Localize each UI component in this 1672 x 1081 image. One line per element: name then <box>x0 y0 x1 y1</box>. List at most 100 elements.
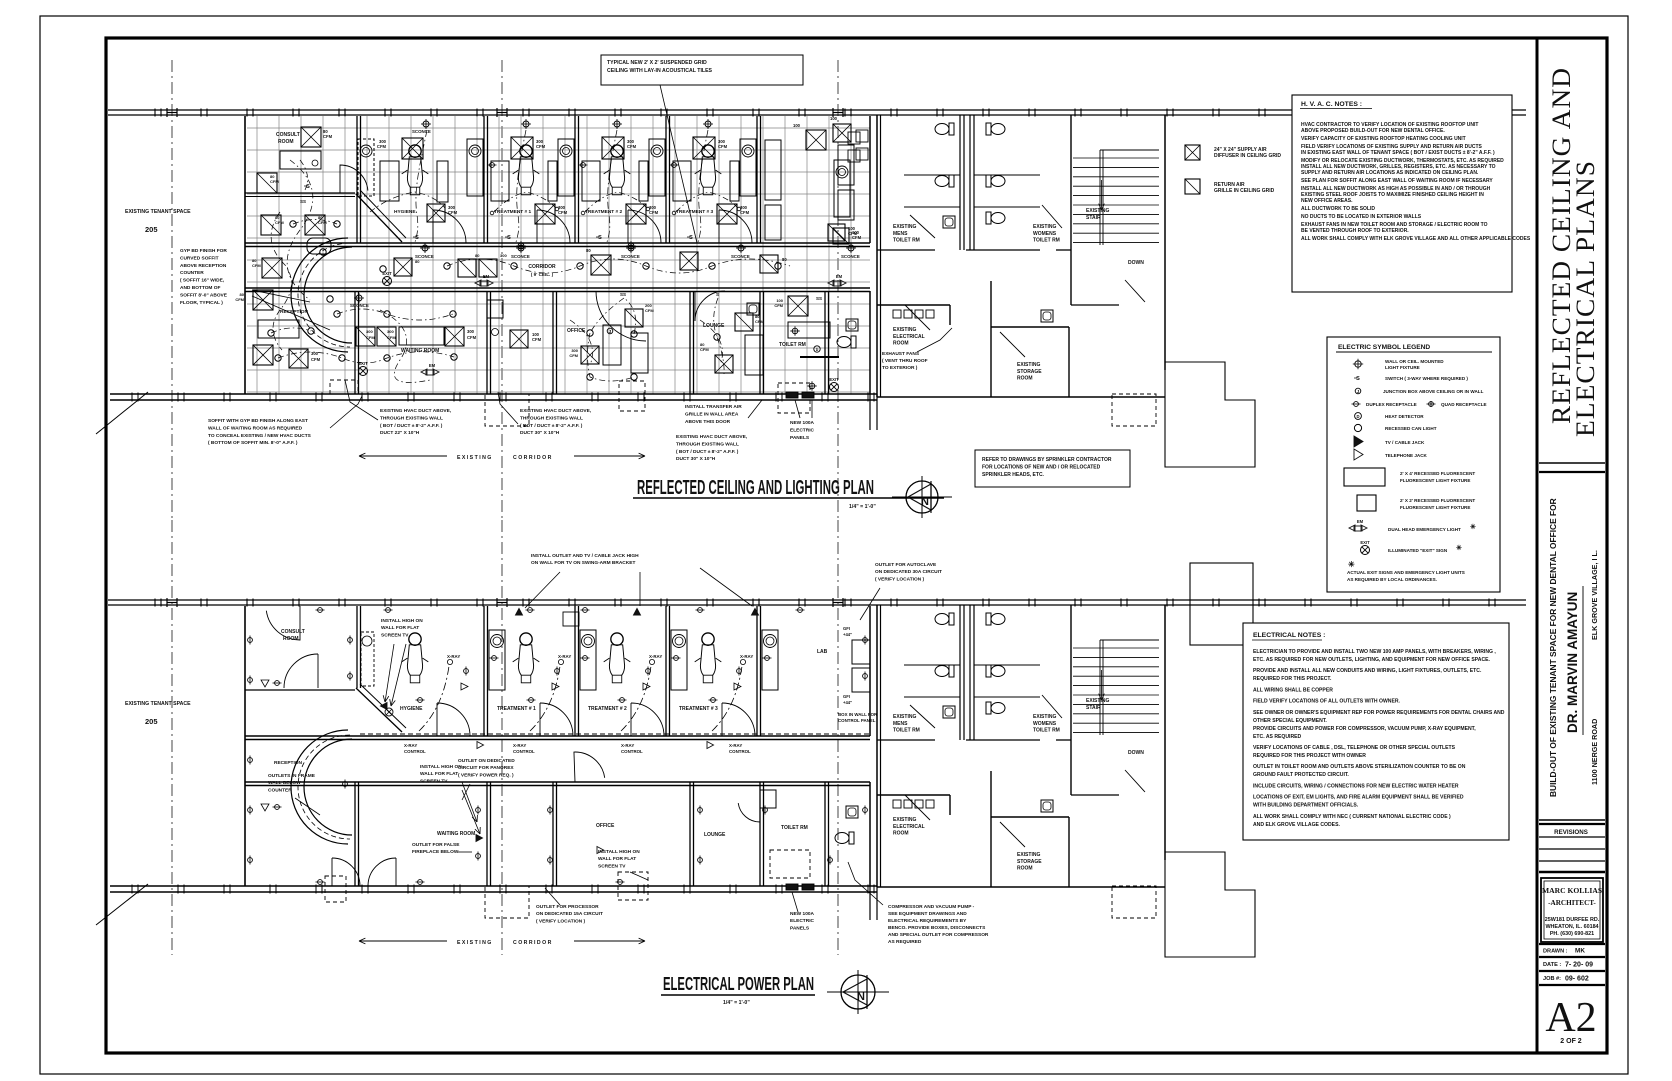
svg-text:80: 80 <box>318 215 323 220</box>
svg-text:BOX IN WALL FOR: BOX IN WALL FOR <box>838 712 878 717</box>
svg-text:EXISTING: EXISTING <box>1033 714 1056 720</box>
svg-text:THROUGH EXISTING WALL: THROUGH EXISTING WALL <box>380 415 443 421</box>
svg-text:EXISTING: EXISTING <box>1017 852 1040 858</box>
svg-text:ETC. AS REQUIRED FOR NEW OUTLE: ETC. AS REQUIRED FOR NEW OUTLETS, LIGHTI… <box>1253 657 1491 663</box>
svg-text:REFER TO DRAWINGS BY SPRINKLER: REFER TO DRAWINGS BY SPRINKLER CONTRACTO… <box>982 457 1112 463</box>
svg-text:+44": +44" <box>843 700 852 705</box>
svg-text:2' X 4' RECESSED FLUORESCENT: 2' X 4' RECESSED FLUORESCENT <box>1400 471 1475 476</box>
svg-text:NO DUCTS TO BE LOCATED IN EXTE: NO DUCTS TO BE LOCATED IN EXTERIOR WALLS <box>1301 214 1422 220</box>
svg-text:VERIFY LOCATIONS OF CABLE , DS: VERIFY LOCATIONS OF CABLE , DSL, TELEPHO… <box>1253 745 1456 751</box>
svg-text:TREATMENT # 2: TREATMENT # 2 <box>585 209 623 215</box>
svg-text:SCONCE: SCONCE <box>415 254 434 259</box>
svg-text:CFM: CFM <box>377 144 387 149</box>
svg-text:SOFFIT 8'-0" ABOVE: SOFFIT 8'-0" ABOVE <box>180 292 228 298</box>
svg-text:1/4" = 1'-0": 1/4" = 1'-0" <box>723 1000 750 1006</box>
svg-text:300: 300 <box>571 348 578 353</box>
svg-text:CFM: CFM <box>755 319 764 324</box>
svg-text:RECEPTION: RECEPTION <box>274 760 303 766</box>
svg-text:MODIFY OR RELOCATE EXISTING DU: MODIFY OR RELOCATE EXISTING DUCTWORK, TH… <box>1301 158 1504 164</box>
svg-text:ELECTRIC: ELECTRIC <box>790 918 815 924</box>
svg-text:LAB: LAB <box>817 649 828 655</box>
svg-text:300: 300 <box>649 205 657 210</box>
svg-text:EXHAUST FANS: EXHAUST FANS <box>882 351 920 357</box>
svg-text:ALL WORK SHALL COMPLY WITH NEC: ALL WORK SHALL COMPLY WITH NEC ( CURRENT… <box>1253 814 1451 820</box>
svg-text:ELECTRICAL REQUIREMENTS BY: ELECTRICAL REQUIREMENTS BY <box>888 918 967 924</box>
svg-text:80: 80 <box>586 248 591 253</box>
svg-text:REFLECTED CEILING AND LIGHTING: REFLECTED CEILING AND LIGHTING PLAN <box>637 477 874 499</box>
svg-text:TREATMENT # 1: TREATMENT # 1 <box>494 209 532 215</box>
svg-text:80: 80 <box>782 257 787 262</box>
svg-text:ROOM: ROOM <box>278 139 294 145</box>
svg-text:FLUORESCENT LIGHT FIXTURE: FLUORESCENT LIGHT FIXTURE <box>1400 478 1470 483</box>
svg-text:PANELS: PANELS <box>790 925 810 931</box>
svg-text:EXIT: EXIT <box>358 361 368 366</box>
svg-text:E X I S T I N G: E X I S T I N G <box>457 455 491 461</box>
svg-text:TOILET RM: TOILET RM <box>1033 728 1060 734</box>
svg-text:CFM: CFM <box>532 337 542 342</box>
svg-text:EXISTING TENANT SPACE: EXISTING TENANT SPACE <box>125 209 191 215</box>
svg-text:CFM: CFM <box>558 210 568 215</box>
svg-text:WALL BELOW: WALL BELOW <box>268 780 301 786</box>
svg-text:ABOVE THIS DOOR: ABOVE THIS DOOR <box>685 419 731 425</box>
svg-text:E X I S T I N G: E X I S T I N G <box>457 940 491 946</box>
svg-text:✳: ✳ <box>1470 523 1476 531</box>
svg-text:1100 NERGE ROAD: 1100 NERGE ROAD <box>1590 719 1599 785</box>
svg-text:TOILET RM: TOILET RM <box>1033 238 1060 244</box>
svg-text:DUCT 22" X 10"H: DUCT 22" X 10"H <box>380 430 420 436</box>
svg-text:SEE PLAN FOR SOFFIT ALONG EAST: SEE PLAN FOR SOFFIT ALONG EAST WALL OF W… <box>1301 178 1493 184</box>
svg-text:ALL DUCTWORK TO BE SOLID: ALL DUCTWORK TO BE SOLID <box>1301 206 1375 212</box>
svg-text:SCREEN TV: SCREEN TV <box>420 778 448 784</box>
svg-text:CFM: CFM <box>700 347 709 352</box>
svg-text:D: D <box>1356 414 1359 419</box>
svg-text:N: N <box>857 991 865 1003</box>
svg-text:TOILET RM: TOILET RM <box>893 238 920 244</box>
svg-text:80: 80 <box>240 292 245 297</box>
svg-text:EXISTING: EXISTING <box>1086 208 1109 214</box>
svg-text:REQUIRED FOR THIS PROJECT WITH: REQUIRED FOR THIS PROJECT WITH OWNER <box>1253 753 1366 759</box>
svg-text:CONTROL: CONTROL <box>729 749 751 754</box>
svg-text:TO CONCEAL EXISTING / NEW HVAC: TO CONCEAL EXISTING / NEW HVAC DUCTS <box>208 433 312 439</box>
svg-text:CFM: CFM <box>774 303 783 308</box>
svg-text:25W181 DURFEE RD.: 25W181 DURFEE RD. <box>1545 917 1600 923</box>
svg-text:OUTLET FOR PROCESSOR: OUTLET FOR PROCESSOR <box>536 904 599 910</box>
svg-text:300: 300 <box>718 139 726 144</box>
svg-text:✳: ✳ <box>1456 544 1462 552</box>
svg-text:DUCT 30" X 10"H: DUCT 30" X 10"H <box>520 430 560 436</box>
svg-text:THROUGH EXISTING WALL: THROUGH EXISTING WALL <box>676 441 739 447</box>
svg-text:ELECTRICAL NOTES :: ELECTRICAL NOTES : <box>1253 632 1325 639</box>
svg-text:ACTUAL EXIT SIGNS AND EMERGENC: ACTUAL EXIT SIGNS AND EMERGENCY LIGHT UN… <box>1347 570 1465 575</box>
svg-text:CFM: CFM <box>645 308 654 313</box>
svg-text:OUTLET ON DEDICATED: OUTLET ON DEDICATED <box>458 758 515 764</box>
svg-text:NEW 100A: NEW 100A <box>790 911 815 917</box>
svg-text:CFM: CFM <box>536 144 546 149</box>
svg-text:ALL WORK SHALL COMPLY WITH ELK: ALL WORK SHALL COMPLY WITH ELK GROVE VIL… <box>1301 236 1531 242</box>
svg-text:ELECTRICAL POWER PLAN: ELECTRICAL POWER PLAN <box>663 974 814 994</box>
svg-text:300: 300 <box>500 253 507 258</box>
svg-text:HVAC CONTRACTOR TO VERIFY LOCA: HVAC CONTRACTOR TO VERIFY LOCATION OF EX… <box>1301 122 1478 128</box>
svg-text:WALL FOR FLAT: WALL FOR FLAT <box>381 625 419 631</box>
svg-text:300: 300 <box>467 329 475 334</box>
svg-text:PANELS: PANELS <box>790 435 810 441</box>
svg-text:SCONCE: SCONCE <box>350 303 369 308</box>
svg-text:ROOM: ROOM <box>283 636 299 642</box>
svg-text:ON WALL FOR TV ON SWING-ARM BR: ON WALL FOR TV ON SWING-ARM BRACKET <box>531 560 635 566</box>
svg-text:80: 80 <box>755 314 760 319</box>
svg-text:EXISTING HVAC DUCT ABOVE,: EXISTING HVAC DUCT ABOVE, <box>380 408 452 414</box>
svg-text:X-RAY: X-RAY <box>740 654 753 659</box>
svg-text:300: 300 <box>740 205 748 210</box>
svg-text:HYGIENE: HYGIENE <box>400 706 423 712</box>
svg-text:J: J <box>1357 389 1360 394</box>
svg-text:ELECTRIC SYMBOL LEGEND: ELECTRIC SYMBOL LEGEND <box>1338 344 1430 351</box>
svg-text:( BOT / DUCT ± 8'-2" A.F.F. ): ( BOT / DUCT ± 8'-2" A.F.F. ) <box>380 423 443 429</box>
svg-text:STAIR: STAIR <box>1086 705 1101 711</box>
svg-text:LOUNGE: LOUNGE <box>704 832 726 838</box>
svg-text:C O R R I D O R: C O R R I D O R <box>513 940 552 946</box>
svg-text:CFM: CFM <box>311 357 321 362</box>
svg-text:RECEPTION: RECEPTION <box>280 309 309 315</box>
svg-text:( VENT THRU ROOF: ( VENT THRU ROOF <box>882 358 928 364</box>
svg-text:RETURN AIR: RETURN AIR <box>1214 182 1245 188</box>
svg-text:TOILET RM: TOILET RM <box>779 342 806 348</box>
svg-text:S: S <box>1356 376 1360 382</box>
svg-text:100: 100 <box>852 230 860 235</box>
svg-text:GROUND FAULT PROTECTED CIRCUIT: GROUND FAULT PROTECTED CIRCUIT. <box>1253 772 1349 778</box>
